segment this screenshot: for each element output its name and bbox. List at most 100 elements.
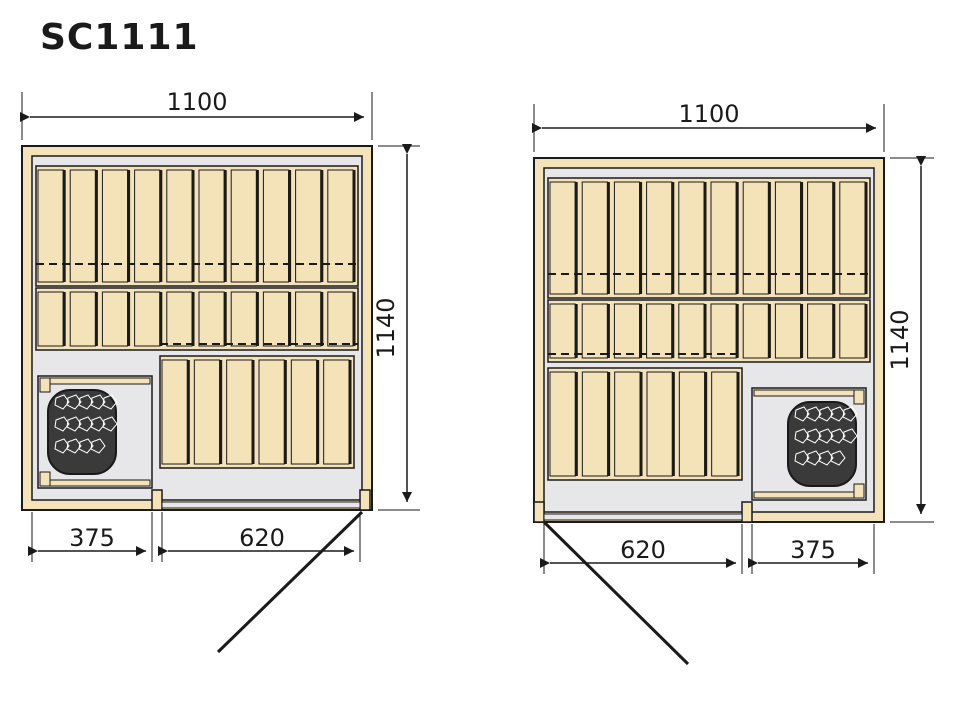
right-lower-bench-slat — [742, 303, 769, 359]
right-door-side-dimension: 620 — [540, 524, 743, 574]
left-upper-bench-slat — [166, 169, 193, 283]
left-heater-stone — [66, 438, 82, 454]
left-floor-grating-slat — [226, 359, 253, 465]
right-lower-bench-slat — [678, 303, 705, 359]
left-heater-stone — [102, 394, 118, 410]
right-heater-post — [853, 389, 865, 405]
right-lower-bench-slat — [581, 303, 608, 359]
right-glass-door — [543, 513, 743, 521]
left-depth-dimension: 1140 — [372, 144, 420, 511]
left-heater-side-dimension: 375 — [28, 512, 153, 562]
left-upper-bench-slat — [101, 169, 129, 283]
left-upper-bench-slat — [134, 169, 161, 283]
right-floor-grating-slat — [678, 371, 706, 477]
right-upper-bench-slat — [678, 181, 705, 295]
left-depth-label: 1140 — [372, 297, 400, 358]
right-heater-stone — [842, 428, 858, 444]
left-floor-grating-slat — [258, 359, 285, 465]
right-lower-bench-slat — [646, 303, 673, 359]
right-heater-side-dimension: 375 — [748, 524, 875, 574]
left-floor-grating-slat — [161, 359, 188, 465]
left-floor-grating-slat — [323, 359, 350, 465]
right-heater-side-label: 375 — [790, 536, 836, 564]
left-heater-stone — [90, 438, 106, 454]
right-heater-stone — [806, 450, 822, 466]
right-upper-bench-slat — [710, 181, 737, 295]
left-door-post-b — [359, 489, 371, 511]
right-heater-stone — [818, 450, 834, 466]
left-lower-bench-slat — [230, 291, 257, 347]
model-title: SC1111 — [40, 17, 199, 58]
plan-left: 1100 1140 375 620 — [20, 88, 420, 654]
right-lower-bench-slat — [613, 303, 641, 359]
right-heater-stone — [818, 428, 834, 444]
left-upper-bench-slat — [230, 169, 257, 283]
right-door-swing — [542, 520, 690, 666]
right-heater-stone — [806, 406, 822, 422]
left-door-swing — [216, 510, 364, 654]
left-lower-bench — [35, 287, 359, 351]
left-upper-bench-slat — [69, 169, 96, 283]
left-heater-post — [39, 377, 51, 393]
left-heater-rail-top — [39, 377, 151, 385]
right-floor-grating-slat — [549, 371, 576, 477]
right-depth-dimension: 1140 — [886, 156, 934, 523]
left-lower-bench-slat — [198, 291, 225, 347]
left-heater-stone — [78, 394, 94, 410]
left-width-dimension: 1100 — [20, 88, 373, 140]
left-heater-stone — [66, 394, 82, 410]
left-door-side-label: 620 — [239, 524, 285, 552]
right-door-post-b — [741, 501, 753, 523]
right-heater-stone — [842, 406, 858, 422]
right-heater-rail-top — [753, 389, 865, 397]
right-heater-stone — [818, 406, 834, 422]
right-upper-bench-slat — [581, 181, 608, 295]
right-heater-rail-bottom — [753, 491, 865, 499]
left-upper-bench-slat — [295, 169, 322, 283]
left-heater-stones — [47, 389, 117, 475]
left-heater-side-label: 375 — [69, 524, 115, 552]
left-lower-bench-slat — [295, 291, 322, 347]
right-heater-stone — [794, 450, 810, 466]
right-heater-stones — [787, 401, 857, 487]
right-heater-stone — [794, 428, 810, 444]
left-lower-bench-slat — [166, 291, 193, 347]
left-lower-bench-slat — [101, 291, 129, 347]
right-width-label: 1100 — [678, 100, 739, 128]
left-door-post-a — [151, 489, 163, 511]
right-upper-bench-slat — [774, 181, 802, 295]
plan-right: 1100 1140 620 375 — [532, 100, 934, 666]
left-upper-bench-slat — [37, 169, 64, 283]
right-floor-grating-slat — [646, 371, 673, 477]
right-upper-bench-slat — [839, 181, 866, 295]
right-upper-bench-slat — [646, 181, 673, 295]
left-lower-bench-slat — [134, 291, 161, 347]
left-glass-door — [161, 501, 361, 509]
right-lower-bench — [547, 299, 871, 363]
right-heater — [751, 387, 867, 501]
left-floor-grating-slat — [193, 359, 221, 465]
left-upper-bench-slat — [262, 169, 290, 283]
right-heater-post — [853, 483, 865, 499]
right-floor-grating-slat — [581, 371, 609, 477]
left-floor-grating — [159, 355, 355, 469]
right-upper-bench-slat — [742, 181, 769, 295]
right-heater-stone — [794, 406, 810, 422]
left-heater-rail-bottom — [39, 479, 151, 487]
left-upper-bench-slat — [198, 169, 225, 283]
left-heater — [37, 375, 153, 489]
left-lower-bench-slat — [327, 291, 354, 347]
right-door-post-a — [533, 501, 545, 523]
right-lower-bench-slat — [549, 303, 576, 359]
right-upper-bench-slat — [549, 181, 576, 295]
right-lower-bench-slat — [774, 303, 802, 359]
left-upper-bench-slat — [327, 169, 354, 283]
right-lower-bench-slat — [839, 303, 866, 359]
right-heater-stone — [830, 428, 846, 444]
right-heater-stone — [830, 406, 846, 422]
right-width-dimension: 1100 — [532, 100, 885, 152]
left-heater-post — [39, 471, 51, 487]
left-heater-stone — [54, 416, 70, 432]
left-lower-bench-slat — [262, 291, 290, 347]
